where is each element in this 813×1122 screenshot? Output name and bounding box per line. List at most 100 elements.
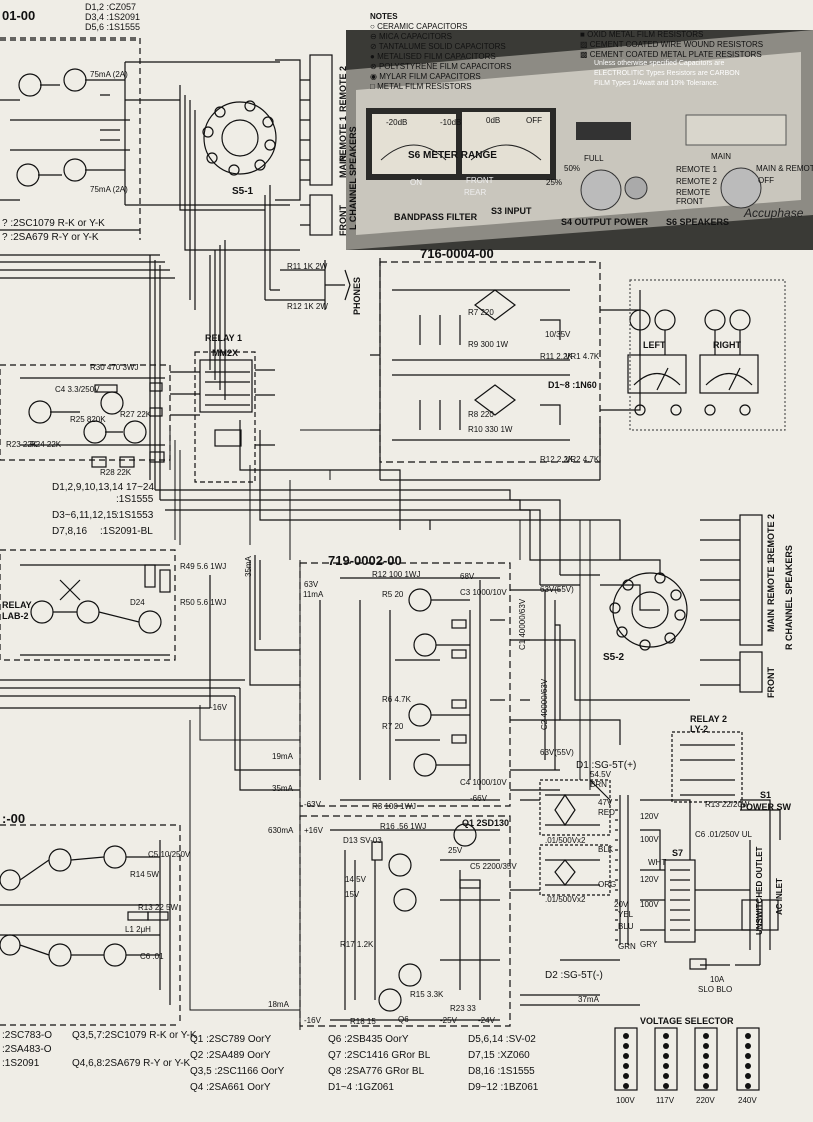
power-120b: 120V: [640, 875, 659, 884]
wire-blu: BLU: [618, 922, 634, 931]
protection-circuit-drawing: [0, 364, 171, 468]
note-oxid: ■ OXID METAL FILM RESISTORS: [580, 30, 704, 39]
main-r3: R3 100 1WJ: [372, 802, 417, 811]
note-unless: Unless otherwise specified Capacitors ar…: [594, 60, 725, 67]
diode-note-a: D1,2,9,10,13,14 17~24: [52, 482, 155, 493]
s5-1-switch-drawing: [202, 54, 333, 236]
wire-yel: YEL: [618, 910, 634, 919]
parts-col3-2: D7,15 :XZ060: [468, 1050, 530, 1061]
rail-p14: 14.5V: [345, 875, 366, 884]
diode-note-c: D7,8,16: [52, 526, 88, 537]
notes-heading: NOTES: [370, 12, 398, 21]
note-electrolytic: ELECTROLITIC Types Resistors are CARBON: [594, 70, 740, 77]
power-120a: 120V: [640, 812, 659, 821]
s5-1-label: S5-1: [232, 186, 254, 197]
brand-logo: Accuphase: [744, 206, 804, 220]
rail-m16b: -16V: [304, 1016, 321, 1025]
prot-c4: C4 3.3/250V: [55, 385, 100, 394]
wire-org: ORG: [598, 880, 617, 889]
meter-r12: R12 2.2K: [540, 455, 574, 464]
meter-pcb-dnote: D1~8 :1N60: [548, 380, 597, 390]
main-label: MAIN: [711, 152, 731, 161]
wire-gry: GRY: [640, 940, 658, 949]
parts-col3-1: D5,6,14 :SV-02: [468, 1034, 536, 1045]
main-c1: C1 40000/63V: [518, 598, 527, 650]
parts-col1-3: Q3,5 :2SC1166 OorY: [190, 1066, 285, 1077]
main-r7: R7 20: [382, 722, 404, 731]
meter-label-off: OFF: [526, 116, 542, 125]
current-19: 19mA: [272, 752, 293, 761]
s1-label: S1: [760, 790, 772, 800]
main-pcb-title: 719-0002-00: [328, 553, 402, 568]
phones-label: PHONES: [352, 276, 362, 315]
level-meters-drawing: [627, 279, 786, 431]
relay2-model: LY-2: [690, 724, 709, 734]
bottom-remote1-label: REMOTE 1: [766, 558, 776, 605]
off-label: OFF: [758, 176, 774, 185]
power-sw-label: POWER SW: [740, 802, 791, 812]
meter-left-label: LEFT: [643, 340, 666, 350]
wire-grn: GRN: [618, 942, 636, 951]
current-35a: 35mA: [244, 556, 253, 577]
relay-lab-r49: R49 5.6 1WJ: [180, 562, 227, 571]
main-v63a: 63V(55V): [540, 585, 574, 594]
power-100b: 100V: [640, 900, 659, 909]
main-v66: -66V: [470, 794, 487, 803]
phones-r12: R12 1K 2W: [287, 302, 328, 311]
top-remote2-label: REMOTE 2: [338, 65, 348, 112]
note-metalised: METALISED FILM CAPACITORS: [377, 52, 496, 61]
wire-wht: WHT: [648, 858, 667, 867]
prot-r28: R28 22K: [100, 468, 132, 477]
note-polystyrene: POLYSTYRENE FILM CAPACITORS: [378, 62, 512, 71]
diode-note-c-val: :1S2091-BL: [100, 526, 153, 537]
vs-100: 100V: [616, 1096, 635, 1105]
vs-240: 240V: [738, 1096, 757, 1105]
top-left-amp-circuit: [0, 37, 290, 240]
parts-col3-4: D9~12 :1BZ061: [468, 1082, 539, 1093]
voltage-selector-drawing: [614, 1027, 760, 1091]
rail-m16: -16V: [210, 703, 227, 712]
power-20: 20V: [614, 900, 629, 909]
meter-label-0db: 0dB: [486, 116, 501, 125]
relay-lab2-drawing: [0, 549, 176, 661]
diode-note-a-val: :1S1555: [116, 494, 154, 505]
bottom-front-label: FRONT: [766, 667, 776, 698]
note-ceramic: CERAMIC CAPACITORS: [377, 22, 468, 31]
reg-r16: R16 .56 1WJ: [380, 822, 427, 831]
meter-vr2: VR2 4.7K: [565, 455, 600, 464]
parts-col1-4: Q4 :2SA661 OorY: [190, 1082, 271, 1093]
pct25-label: 25%: [546, 178, 563, 187]
parts-col2-4: D1~4 :1GZ061: [328, 1082, 394, 1093]
note-mylar: MYLAR FILM CAPACITORS: [379, 72, 481, 81]
parts-col2-1: Q6 :2SB435 OorY: [328, 1034, 409, 1045]
power-d1: D1 :SG-5T(+): [576, 760, 637, 771]
reg-d13: D13 SV-03: [343, 836, 382, 845]
meter-r10: R10 330 1W: [468, 425, 513, 434]
note-mica: MICA CAPACITORS: [378, 32, 452, 41]
driver-r14: R14 5W: [130, 870, 159, 879]
diode-note-d12: D1,2 :CZ057: [85, 2, 137, 12]
current-18: 18mA: [268, 1000, 289, 1009]
on-label: ON: [410, 178, 422, 187]
power-cap-a: .01/500Vx2: [545, 836, 586, 845]
current-11: 11mA: [303, 590, 324, 599]
reg-r23: R23 33: [450, 1004, 476, 1013]
power-c6: C6 .01/250V UL: [695, 830, 752, 839]
rail-p15: 15V: [345, 890, 360, 899]
current-75b: 75mA (2A): [90, 185, 128, 194]
meter-cap: 10/35V: [545, 330, 571, 339]
reg-c5: C5 2200/35V: [470, 862, 517, 871]
transistor-note-a: ? :2SC1079 R-K or Y-K: [2, 218, 105, 229]
notes-legend: NOTES ○ CERAMIC CAPACITORS ⊖ MICA CAPACI…: [370, 12, 512, 91]
driver-c5: C5 10/250V: [148, 850, 191, 859]
prot-r25: R25 820K: [70, 415, 106, 424]
slo-blo-label: SLO BLO: [698, 985, 733, 994]
unswitched-label: UNSWITCHED OUTLET: [755, 846, 764, 935]
note-metal-film: METAL FILM RESISTORS: [377, 82, 472, 91]
front-panel-photo: -20dB -10dB 0dB OFF S6 METER RANGE FULL …: [346, 30, 813, 250]
current-630: 630mA: [268, 826, 294, 835]
rail-m25: -25V: [440, 1016, 457, 1025]
meter-right-label: RIGHT: [713, 340, 741, 350]
remote2-label: REMOTE 2: [676, 177, 717, 186]
